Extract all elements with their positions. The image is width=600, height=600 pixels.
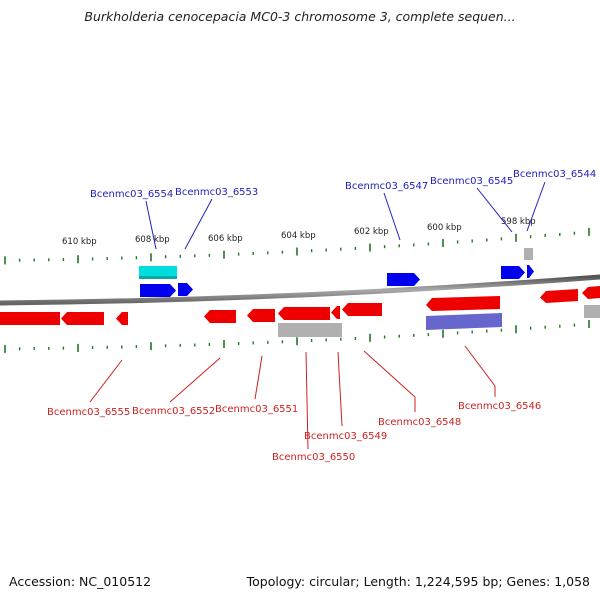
forward-label-leaders	[145, 181, 546, 250]
gene-arrow-6552[interactable]	[204, 310, 236, 323]
gene-label-6554[interactable]: Bcenmc03_6554	[90, 189, 173, 200]
scale-labels: 610 kbp 608 kbp 606 kbp 604 kbp 602 kbp …	[62, 217, 536, 247]
gene-label-6553[interactable]: Bcenmc03_6553	[175, 187, 258, 198]
gene-label-6546[interactable]: Bcenmc03_6546	[458, 401, 541, 412]
gene-label-6547[interactable]: Bcenmc03_6547	[345, 181, 428, 192]
scale-label-610: 610 kbp	[62, 237, 97, 247]
gene-arrow-6545[interactable]	[501, 266, 525, 279]
gene-label-6544[interactable]: Bcenmc03_6544	[513, 169, 596, 180]
gene-label-6549[interactable]: Bcenmc03_6549	[304, 431, 387, 442]
gray-feature[interactable]	[278, 323, 342, 337]
genome-summary-text: Topology: circular; Length: 1,224,595 bp…	[246, 574, 590, 589]
scale-label-606: 606 kbp	[208, 234, 243, 244]
accession-text: Accession: NC_010512	[9, 574, 152, 589]
gene-arrow-6555a[interactable]	[0, 312, 60, 325]
gene-label-6548[interactable]: Bcenmc03_6548	[378, 417, 461, 428]
gene-label-6552[interactable]: Bcenmc03_6552	[132, 406, 215, 417]
gene-arrow-6549[interactable]	[278, 307, 330, 320]
gene-arrow-6544[interactable]	[527, 265, 534, 278]
reverse-features	[0, 286, 600, 337]
gene-arrow-6548[interactable]	[342, 303, 382, 316]
gene-arrow-right1[interactable]	[540, 289, 578, 303]
gene-label-6551[interactable]: Bcenmc03_6551	[215, 404, 298, 415]
gene-arrow-6553[interactable]	[178, 283, 193, 296]
gene-arrow-6554[interactable]	[140, 284, 176, 297]
cyan-feature-shade	[139, 276, 177, 279]
forward-tick-ring	[4, 227, 590, 265]
scale-label-608: 608 kbp	[135, 235, 170, 245]
forward-labels: Bcenmc03_6554 Bcenmc03_6553 Bcenmc03_654…	[90, 169, 596, 200]
gene-arrow-6551[interactable]	[247, 309, 275, 322]
gene-arrow-6547[interactable]	[387, 273, 420, 286]
gene-arrow-6549b[interactable]	[331, 306, 340, 319]
scale-label-602: 602 kbp	[354, 227, 389, 237]
forward-features	[139, 248, 534, 297]
gene-arrow-small[interactable]	[116, 312, 128, 325]
map-title: Burkholderia cenocepacia MC0-3 chromosom…	[84, 9, 516, 24]
reverse-labels: Bcenmc03_6555 Bcenmc03_6552 Bcenmc03_655…	[47, 401, 541, 463]
reverse-tick-ring	[4, 320, 590, 353]
gene-label-6550[interactable]: Bcenmc03_6550	[272, 452, 355, 463]
cyan-feature[interactable]	[139, 266, 177, 279]
gene-arrow-right2[interactable]	[582, 286, 600, 299]
scale-label-598: 598 kbp	[501, 217, 536, 227]
gray-feature-small[interactable]	[524, 248, 533, 260]
scale-label-600: 600 kbp	[427, 223, 462, 233]
scale-label-604: 604 kbp	[281, 231, 316, 241]
gene-arrow-6546[interactable]	[426, 296, 500, 311]
gene-label-6545[interactable]: Bcenmc03_6545	[430, 176, 513, 187]
gray-feature-right[interactable]	[584, 305, 600, 318]
gene-arrow-6555b[interactable]	[61, 312, 104, 325]
reverse-label-leaders	[89, 345, 496, 450]
chromosome-backbone	[0, 274, 600, 306]
gene-label-6555[interactable]: Bcenmc03_6555	[47, 407, 130, 418]
purple-feature[interactable]	[426, 313, 502, 330]
